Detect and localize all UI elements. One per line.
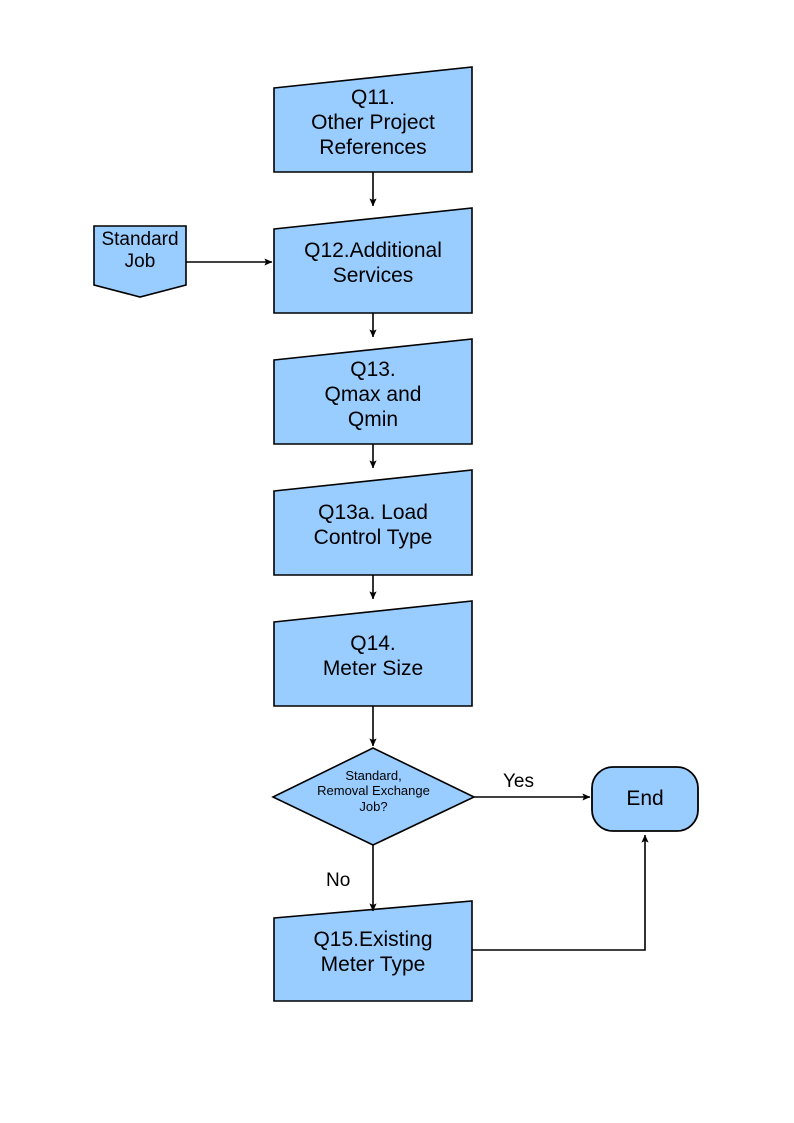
node-end-shape[interactable] bbox=[591, 766, 699, 832]
node-q11-shape[interactable] bbox=[273, 66, 473, 173]
node-q15-shape[interactable] bbox=[273, 900, 473, 1002]
node-standard-job-shape[interactable] bbox=[93, 225, 187, 298]
node-decision-shape[interactable] bbox=[271, 747, 476, 846]
edge-label-yes: Yes bbox=[503, 771, 534, 792]
node-q14-shape[interactable] bbox=[273, 600, 473, 707]
node-q12-shape[interactable] bbox=[273, 207, 473, 314]
node-q13a-shape[interactable] bbox=[273, 469, 473, 576]
edge-label-no: No bbox=[326, 870, 351, 891]
node-q13-shape[interactable] bbox=[273, 338, 473, 445]
edge-q15-end bbox=[472, 834, 649, 951]
